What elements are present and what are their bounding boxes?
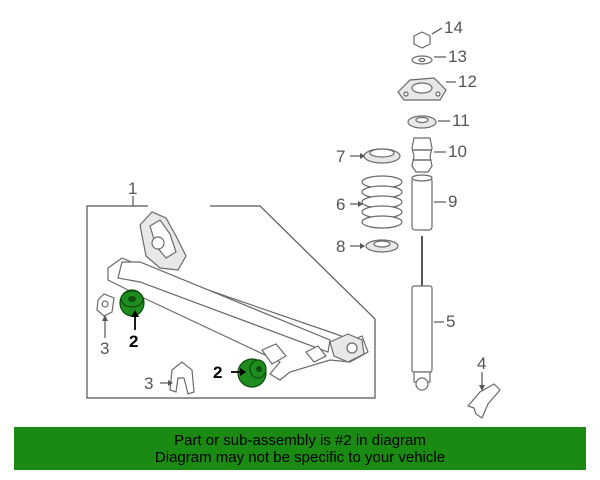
bracket-3-left[interactable] bbox=[96, 293, 115, 317]
callout-9[interactable]: 9 bbox=[448, 192, 457, 211]
callout-14[interactable]: 14 bbox=[444, 18, 463, 37]
callout-2b[interactable]: 2 bbox=[213, 363, 222, 382]
callout-5[interactable]: 5 bbox=[446, 312, 455, 331]
bushing-2-lower[interactable] bbox=[237, 358, 267, 388]
callout-3a-arrow bbox=[102, 315, 108, 321]
callout-3b-arrow bbox=[168, 380, 173, 386]
spring-seat-11[interactable] bbox=[407, 115, 437, 129]
callout-3b[interactable]: 3 bbox=[144, 374, 153, 393]
washer-13[interactable] bbox=[411, 55, 433, 65]
dust-boot-9[interactable] bbox=[411, 174, 433, 231]
callout-8[interactable]: 8 bbox=[336, 237, 345, 256]
banner-line-1: Part or sub-assembly is #2 in diagram bbox=[174, 432, 426, 449]
insulator-7[interactable] bbox=[363, 148, 401, 164]
insulator-8[interactable] bbox=[365, 239, 399, 253]
nut-14[interactable] bbox=[413, 31, 431, 49]
callout-13[interactable]: 13 bbox=[448, 47, 467, 66]
callout-1[interactable]: 1 bbox=[128, 179, 137, 198]
callout-2a[interactable]: 2 bbox=[129, 332, 138, 351]
bushing-2-upper[interactable] bbox=[119, 289, 145, 317]
info-banner: Part or sub-assembly is #2 in diagram Di… bbox=[14, 427, 586, 470]
bracket-4[interactable] bbox=[466, 383, 501, 419]
callout-8-arrow bbox=[360, 243, 365, 249]
callout-6-arrow bbox=[358, 201, 363, 207]
callout-12[interactable]: 12 bbox=[458, 72, 477, 91]
callout-11[interactable]: 11 bbox=[452, 111, 470, 130]
callout-10[interactable]: 10 bbox=[448, 142, 467, 161]
callout-4-arrow bbox=[479, 385, 485, 391]
callout-7[interactable]: 7 bbox=[336, 147, 345, 166]
rear-axle-beam[interactable] bbox=[107, 211, 369, 381]
callout-3a[interactable]: 3 bbox=[100, 339, 109, 358]
assembly-1-frame bbox=[86, 205, 376, 399]
callout-14-leader bbox=[431, 27, 443, 35]
callout-2a-arrow bbox=[131, 310, 139, 317]
mount-12[interactable] bbox=[397, 77, 447, 101]
banner-line-2: Diagram may not be specific to your vehi… bbox=[154, 449, 446, 466]
callout-2b-arrow bbox=[240, 368, 246, 376]
shock-absorber-5[interactable] bbox=[411, 236, 433, 391]
callout-6[interactable]: 6 bbox=[336, 195, 345, 214]
bracket-3-lower[interactable] bbox=[169, 361, 195, 395]
coil-spring-6[interactable] bbox=[361, 175, 403, 229]
parts-diagram: 1 2 2 3 3 bbox=[86, 18, 501, 419]
bump-stop-10[interactable] bbox=[411, 137, 433, 173]
callout-7-arrow bbox=[360, 153, 365, 159]
callout-4[interactable]: 4 bbox=[477, 354, 486, 373]
